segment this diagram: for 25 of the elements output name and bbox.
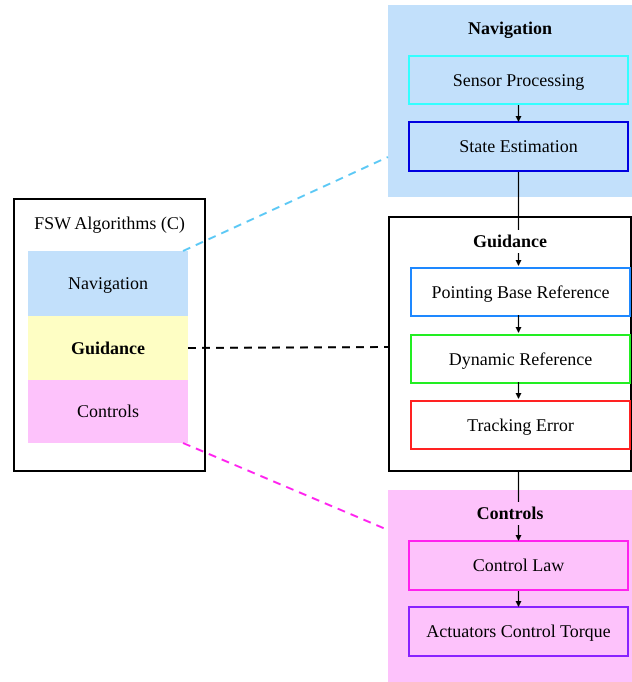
process-box: Sensor Processing [408, 55, 629, 105]
arrow [516, 382, 522, 399]
group-panel [388, 5, 632, 197]
process-box: Dynamic Reference [410, 334, 631, 384]
process-box: Control Law [408, 540, 629, 591]
arrow [516, 591, 522, 607]
section-band: Controls [28, 380, 188, 443]
container-box [13, 198, 206, 472]
section-band: Navigation [28, 251, 188, 316]
group-panel [388, 216, 632, 472]
process-box: Tracking Error [410, 400, 631, 450]
panel-title: Guidance [472, 230, 547, 252]
process-box: State Estimation [408, 121, 629, 172]
arrow [516, 172, 522, 266]
arrow [516, 315, 522, 333]
container-title: FSW Algorithms (C) [34, 212, 185, 234]
process-box: Actuators Control Torque [408, 606, 629, 657]
dashed-connector [188, 346, 388, 349]
dashed-connector [182, 156, 388, 252]
panel-title: Controls [476, 502, 544, 524]
process-box: Pointing Base Reference [410, 267, 631, 317]
arrow [516, 105, 522, 122]
section-band: Guidance [28, 316, 188, 380]
arrow [516, 472, 522, 541]
group-panel [388, 490, 632, 682]
